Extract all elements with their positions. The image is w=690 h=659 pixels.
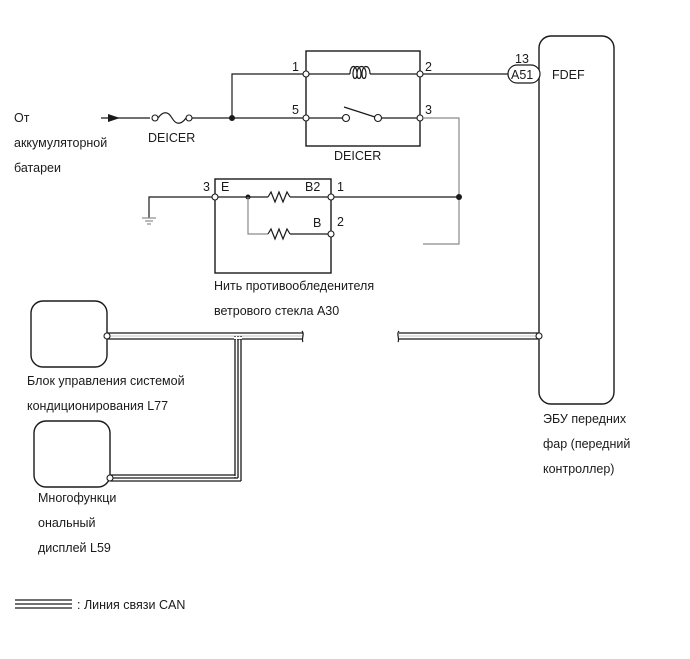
ecu-box xyxy=(538,35,615,405)
ac-unit-can-terminal xyxy=(103,332,111,340)
heater-label-line-2: ветрового стекла A30 xyxy=(214,304,339,318)
source-line-3: батареи xyxy=(14,161,61,175)
windshield-deicer-heater: 3 E B2 1 B 2 Нить противообледенителя ве… xyxy=(142,178,374,318)
display-can-terminal xyxy=(106,474,114,482)
fuse-icon xyxy=(151,112,193,124)
source-line-1: От xyxy=(14,111,30,125)
ac-control-unit: Блок управления системой кондиционирован… xyxy=(27,300,185,413)
connector-label: A51 xyxy=(511,68,533,82)
ac-unit-box xyxy=(30,300,108,368)
wire-relay-3-to-heater xyxy=(423,117,460,245)
heater-pin-b-name: B xyxy=(313,216,321,230)
heater-pin-e-number: 3 xyxy=(203,180,210,194)
arrow-right-icon xyxy=(101,114,150,122)
relay-pin-1-label: 1 xyxy=(292,60,299,74)
heater-label-line-1: Нить противообледенителя xyxy=(214,279,374,293)
ac-unit-label-line-2: кондиционирования L77 xyxy=(27,399,168,413)
heater-pin-b-number: 2 xyxy=(337,215,344,229)
battery-source-label: От аккумуляторной батареи xyxy=(14,111,107,175)
relay-pin-2-label: 2 xyxy=(425,60,432,74)
relay-pin-5 xyxy=(302,114,310,122)
deicer-relay: 1 5 2 3 DEICER xyxy=(292,50,432,163)
ecu-label-line-3: контроллер) xyxy=(543,462,614,476)
ground-icon xyxy=(142,217,156,225)
ecu-label-line-1: ЭБУ передних xyxy=(543,412,627,426)
relay-coil-icon xyxy=(349,65,371,80)
display-label-line-3: дисплей L59 xyxy=(38,541,111,555)
relay-pin-3-label: 3 xyxy=(425,103,432,117)
connector-a51: A51 xyxy=(507,64,541,84)
wire-junction-to-relay-1 xyxy=(231,73,306,118)
display-label-line-2: ональный xyxy=(38,516,96,530)
can-bus xyxy=(103,330,543,482)
legend-label: : Линия связи CAN xyxy=(77,598,185,612)
relay-label: DEICER xyxy=(334,149,381,163)
fuse-label: DEICER xyxy=(148,131,195,145)
source-line-2: аккумуляторной xyxy=(14,136,107,150)
relay-box xyxy=(305,50,421,147)
relay-pin-3 xyxy=(416,114,424,122)
display-box xyxy=(33,420,111,488)
multi-display: Многофункци ональный дисплей L59 xyxy=(33,420,116,555)
ecu-pin-name: FDEF xyxy=(552,68,585,82)
ecu-can-terminal xyxy=(535,332,543,340)
junction-dot xyxy=(456,194,462,200)
heater-pin-e-name: E xyxy=(221,180,229,194)
heater-pin-b xyxy=(327,230,335,238)
relay-pin-2 xyxy=(416,70,424,78)
resistor-icon xyxy=(267,227,291,241)
relay-switch-icon xyxy=(306,106,420,123)
can-line-legend-icon xyxy=(15,599,72,609)
relay-pin-1 xyxy=(302,70,310,78)
heater-pin-b2 xyxy=(327,193,335,201)
relay-pin-5-label: 5 xyxy=(292,103,299,117)
resistor-icon xyxy=(267,190,291,204)
heater-pin-e xyxy=(211,193,219,201)
heater-box xyxy=(214,178,332,274)
ecu-pin-number: 13 xyxy=(515,52,529,66)
heater-pin-b2-number: 1 xyxy=(337,180,344,194)
ecu-label-line-2: фар (передний xyxy=(543,437,630,451)
headlight-ecu: A51 13 FDEF ЭБУ передних фар (передний к… xyxy=(507,35,630,476)
heater-pin-b2-name: B2 xyxy=(305,180,320,194)
display-label-line-1: Многофункци xyxy=(38,491,116,505)
ac-unit-label-line-1: Блок управления системой xyxy=(27,374,185,388)
legend: : Линия связи CAN xyxy=(15,598,185,612)
